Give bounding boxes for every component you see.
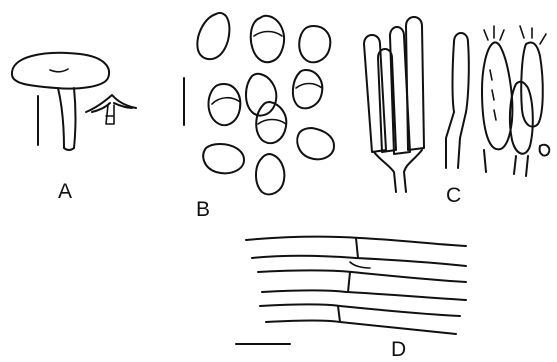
panel-c-basidia [364,17,549,192]
panel-c-label: C [446,184,461,207]
spore [209,84,241,125]
spore [256,102,286,143]
panel-b-basidiospores [184,13,334,194]
spore [293,70,322,108]
panel-a-basidiome [12,53,136,150]
panel-b-label: B [196,198,210,221]
panel-d-hyphae [236,237,466,344]
spore [251,16,284,62]
panel-a-label: A [58,180,72,203]
panel-d-label: D [391,338,406,361]
